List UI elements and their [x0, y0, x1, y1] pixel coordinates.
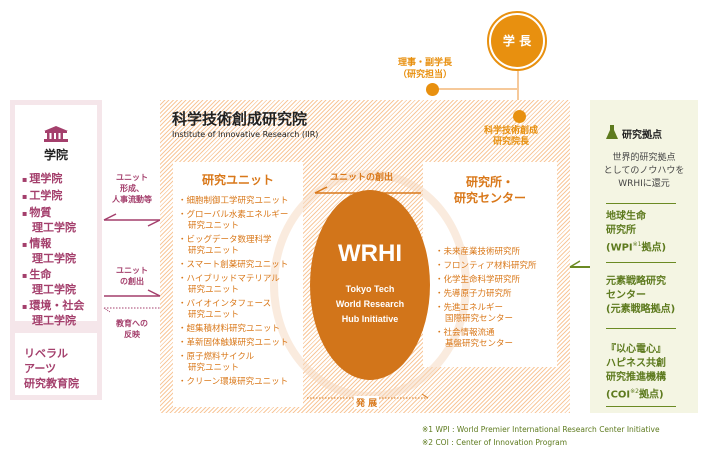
center-item: 先導原子力研究所	[435, 289, 560, 300]
iir-title: 科学技術創成研究院	[172, 110, 308, 128]
dean-label: 科学技術創成研究院長	[484, 126, 539, 147]
center-item: 化学生命科学研究所	[435, 275, 560, 286]
unit-item: 革新固体触媒研究ユニット	[178, 338, 308, 349]
unit-item: クリーン環境研究ユニット	[178, 377, 308, 388]
education-feedback-label: 教育への反映	[116, 319, 148, 339]
president-node: 学 長	[491, 15, 543, 67]
bidirectional-arrow	[102, 212, 162, 231]
center-item: フロンティア材料研究所	[435, 261, 560, 272]
dean-dot	[513, 110, 526, 123]
research-bases-title: 研究拠点	[622, 130, 662, 141]
base-item-elsi: 地球生命研究所 (WPI※1拠点)	[606, 211, 667, 254]
research-centers-title: 研究所・研究センター	[453, 175, 526, 205]
education-feedback-arrow	[102, 300, 162, 319]
research-units-title: 研究ユニット	[201, 173, 274, 187]
divider	[606, 406, 676, 407]
base-item-element-strategy: 元素戦略研究センター(元素戦略拠点)	[606, 276, 676, 315]
unit-formation-label: ユニット形成、人事流動等	[112, 173, 152, 204]
flask-icon	[606, 124, 618, 143]
unit-creation-arrow	[102, 283, 162, 302]
liberal-arts-box	[15, 333, 97, 395]
unit-creation-center-label: ユニットの創出	[330, 173, 394, 183]
liberal-arts-label: リベラル アーツ 研究教育院	[24, 347, 79, 390]
footnote-1: ※1 WPI : World Premier International Res…	[422, 425, 660, 434]
wrhi-circle	[310, 190, 430, 380]
president-to-executive-line	[432, 88, 518, 90]
center-item: 未来産業技術研究所	[435, 247, 560, 258]
wrhi-title: WRHI	[338, 240, 402, 267]
footnote-2: ※2 COI : Center of Innovation Program	[422, 438, 568, 447]
knowhow-return-arrow	[568, 254, 592, 273]
executive-dot	[426, 83, 439, 96]
president-to-dean-line	[517, 70, 519, 114]
school-item: 工学院	[22, 189, 84, 204]
divider	[606, 203, 676, 204]
schools-title: 学院	[43, 148, 68, 162]
development-label: 発 展	[354, 396, 380, 409]
unit-item: 細胞制御工学研究ユニット	[178, 196, 308, 207]
executive-label: 理事・副学長（研究担当）	[398, 58, 453, 80]
divider	[606, 262, 676, 263]
school-item: 理学院	[22, 172, 84, 187]
unit-item: スマート創薬研究ユニット	[178, 260, 308, 271]
base-item-coi: 『以心電心』ハピネス共創研究推進機構 (COI※2拠点)	[606, 344, 666, 401]
unit-item: 超集積材料研究ユニット	[178, 324, 308, 335]
research-bases-panel	[590, 100, 698, 413]
research-centers-list: 未来産業技術研究所 フロンティア材料研究所 化学生命科学研究所 先導原子力研究所…	[435, 247, 560, 353]
divider	[606, 328, 676, 329]
iir-subtitle: Institute of Innovative Research (IIR)	[172, 130, 319, 139]
building-icon	[44, 126, 68, 142]
unit-creation-left-label: ユニットの創出	[116, 266, 148, 286]
